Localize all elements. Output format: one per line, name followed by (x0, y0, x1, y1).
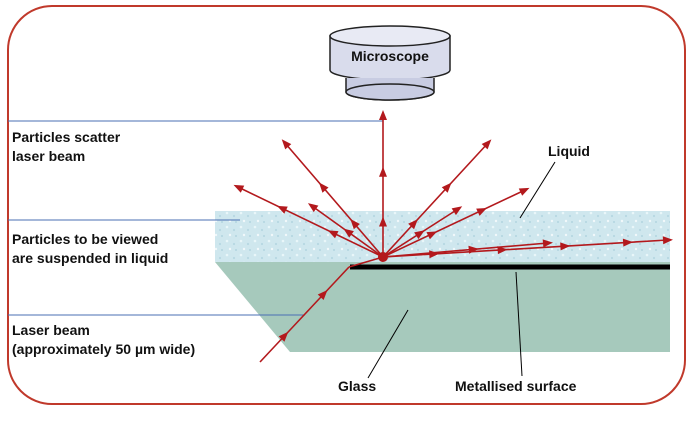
beam-scatter-4-arrow-1 (476, 207, 487, 216)
beam-transmitted-arrow-3 (622, 238, 634, 247)
laser-beams (233, 110, 673, 363)
label-metallised: Metallised surface (455, 378, 577, 394)
beam-scatter-7 (382, 239, 553, 258)
beam-scatter-3-arrow-0 (408, 219, 418, 230)
beam-to-particle (348, 256, 384, 268)
beam-scatter-3 (382, 139, 492, 258)
label-scatter-line-1: Particles scatter (12, 129, 121, 145)
beam-scatter-1-line (284, 142, 384, 258)
beam-scatter-1-arrow-2 (281, 139, 292, 150)
label-pointers (367, 161, 556, 379)
microscope-lens-bottom (345, 83, 435, 101)
beam-scatter-1-arrow-1 (318, 182, 329, 193)
beam-incoming-line (259, 266, 350, 363)
leader-lines (8, 120, 383, 316)
label-glass: Glass (338, 378, 376, 394)
beam-scatter-5-arrow-1 (307, 203, 319, 213)
beam-scatter-4-line (382, 189, 526, 258)
label-laser-line-2: (approximately 50 µm wide) (12, 341, 195, 357)
particle (378, 252, 388, 262)
beam-scatter-2-arrow-2 (233, 184, 245, 193)
label-suspended-line-2: are suspended in liquid (12, 250, 168, 266)
beam-scatter-2-arrow-0 (327, 230, 339, 239)
beam-scatter-1-arrow-0 (350, 219, 360, 230)
beam-scatter-4-arrow-2 (518, 187, 530, 196)
beam-scatter-0-arrow-1 (379, 166, 387, 177)
label-laser-line-1: Laser beam (12, 322, 90, 338)
pointer-liquid (519, 161, 556, 219)
beam-incoming-arrow-0 (278, 331, 289, 342)
beam-transmitted-arrow-2 (560, 242, 571, 251)
beam-scatter-4-arrow-0 (426, 231, 438, 240)
microscope-top (329, 25, 451, 47)
beam-scatter-0-arrow-0 (379, 216, 387, 227)
beam-scatter-5 (307, 203, 384, 258)
microscope: Microscope (329, 25, 451, 101)
glass-slab (215, 262, 670, 352)
beam-scatter-0-arrow-2 (379, 110, 387, 120)
beam-incoming-arrow-1 (317, 289, 328, 300)
beam-scatter-2-arrow-1 (276, 205, 288, 214)
beam-scatter-6 (382, 206, 463, 258)
beam-scatter-1 (281, 139, 384, 258)
beam-scatter-7-arrow-0 (468, 245, 479, 254)
beam-transmitted-arrow-1 (497, 246, 508, 255)
microscope-label: Microscope (351, 48, 429, 64)
pointer-metallised (515, 271, 523, 377)
beam-scatter-6-arrow-0 (414, 230, 425, 240)
label-scatter-line-2: laser beam (12, 148, 85, 164)
beam-scatter-7-line (382, 242, 549, 258)
pointer-glass (367, 309, 409, 379)
beam-scatter-3-arrow-1 (441, 182, 452, 193)
beam-scatter-3-line (382, 142, 489, 258)
beam-scatter-7-arrow-1 (542, 239, 553, 248)
beam-transmitted-arrow-4 (662, 236, 673, 245)
beam-scatter-2 (233, 184, 384, 258)
beam-scatter-5-arrow-0 (343, 228, 354, 238)
beam-incoming (259, 266, 350, 363)
label-suspended-line-1: Particles to be viewed (12, 231, 158, 247)
beam-scatter-3-arrow-2 (481, 139, 492, 150)
beam-scatter-0 (379, 110, 387, 257)
beam-scatter-6-arrow-1 (451, 206, 463, 216)
beam-to-particle-line (348, 256, 384, 268)
beam-scatter-2-line (237, 186, 384, 258)
frame-border (7, 5, 686, 405)
beam-scatter-4 (382, 187, 530, 258)
label-liquid: Liquid (548, 143, 590, 159)
